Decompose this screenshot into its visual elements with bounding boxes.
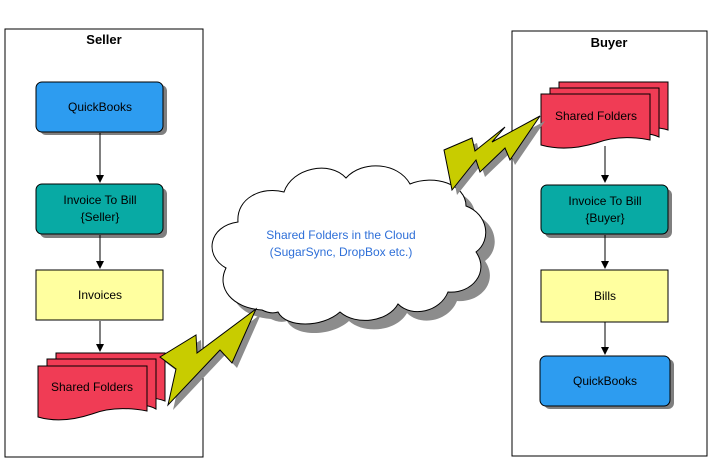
buyer-bills-node: Bills — [540, 269, 669, 323]
buyer-invoice-to-bill-node: Invoice To Bill {Buyer} — [540, 184, 672, 238]
lightning-bolt-icon-seller — [159, 307, 261, 410]
buyer-quickbooks-node: QuickBooks — [539, 355, 674, 409]
seller-invoices-label: Invoices — [78, 288, 122, 302]
seller-invoice-label-line2: {Seller} — [81, 210, 120, 224]
buyer-invoice-label-line1: Invoice To Bill — [568, 194, 641, 208]
cloud-shape: Shared Folders in the Cloud (SugarSync, … — [211, 165, 495, 333]
buyer-panel: Buyer Shared Folders Invoice To Bill {Bu… — [511, 30, 708, 457]
seller-invoice-to-bill-node: Invoice To Bill {Seller} — [35, 183, 167, 238]
lightning-bolt-icon-buyer — [443, 115, 545, 195]
buyer-title: Buyer — [591, 35, 628, 50]
cloud-label-line1: Shared Folders in the Cloud — [266, 228, 415, 242]
seller-quickbooks-node: QuickBooks — [35, 81, 167, 135]
seller-invoices-node: Invoices — [35, 269, 164, 321]
buyer-quickbooks-label: QuickBooks — [573, 374, 637, 388]
buyer-shared-folders-label: Shared Folders — [555, 109, 637, 123]
cloud-label-line2: (SugarSync, DropBox etc.) — [270, 245, 413, 259]
seller-quickbooks-label: QuickBooks — [68, 100, 132, 114]
buyer-invoice-label-line2: {Buyer} — [585, 211, 624, 225]
seller-shared-folders-label: Shared Folders — [51, 380, 133, 394]
buyer-shared-folders-node: Shared Folders — [540, 81, 669, 149]
seller-panel: Seller QuickBooks Invoice To Bill {Selle… — [4, 28, 204, 458]
seller-invoice-label-line1: Invoice To Bill — [63, 193, 136, 207]
seller-title: Seller — [86, 32, 121, 47]
buyer-bills-label: Bills — [594, 289, 616, 303]
seller-shared-folders-node: Shared Folders — [37, 352, 166, 421]
